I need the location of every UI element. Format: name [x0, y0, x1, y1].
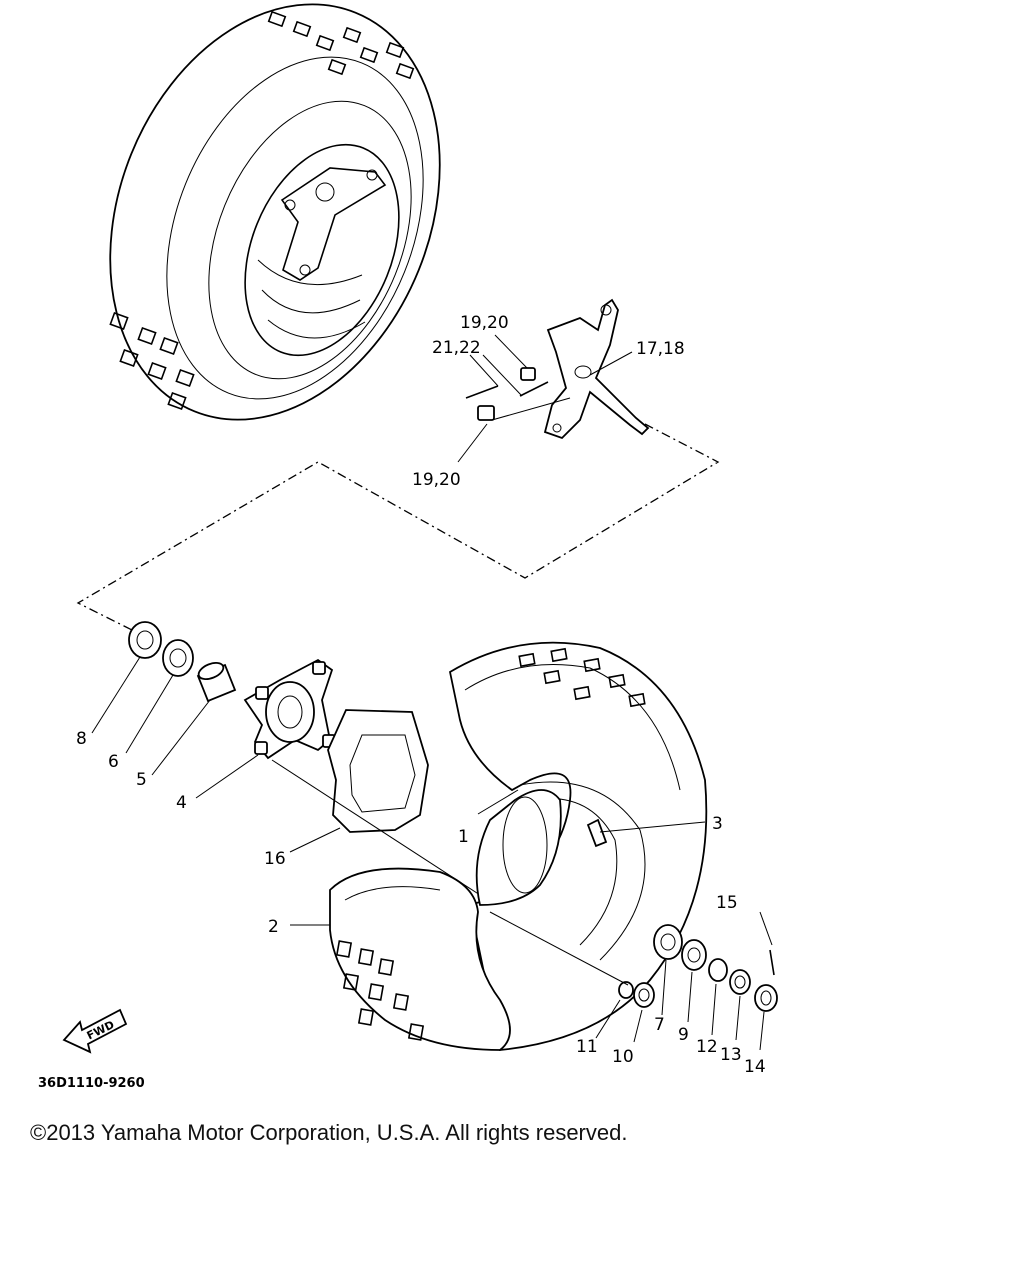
callout-8: 8 — [76, 729, 87, 749]
fwd-arrow-icon: FWD — [62, 1008, 128, 1054]
callout-4: 4 — [176, 793, 187, 813]
assembly-phantom-line — [76, 423, 720, 634]
seal-9 — [681, 939, 707, 971]
hub-plate-part — [327, 709, 429, 833]
drawing-code: 36D1110-9260 — [38, 1076, 145, 1091]
castle-nut — [477, 405, 495, 421]
callout-16: 16 — [264, 849, 286, 869]
bearing-part — [162, 639, 194, 677]
parts-diagram: 19,20 21,22 17,18 19,20 8 6 5 4 1 3 16 1… — [38, 3, 778, 1091]
wheel-hub-part — [243, 658, 336, 760]
leader-lines-knuckle — [457, 334, 633, 463]
callout-5: 5 — [136, 770, 147, 790]
callout-21-22: 21,22 — [432, 338, 481, 358]
tire-half-part — [329, 867, 511, 1051]
fastener-nut-10 — [633, 982, 655, 1008]
callout-10: 10 — [612, 1047, 634, 1067]
callout-6: 6 — [108, 752, 119, 772]
bearing-7 — [653, 924, 683, 960]
steering-knuckle-illustration — [543, 298, 650, 440]
callout-13: 13 — [720, 1045, 742, 1065]
callout-15: 15 — [716, 893, 738, 913]
leader-lines-hub — [91, 656, 481, 896]
valve-stem-part — [586, 818, 608, 848]
callout-7: 7 — [654, 1015, 665, 1035]
cotter-pin-15 — [769, 949, 775, 976]
axle-nut-14 — [754, 984, 778, 1012]
fastener-washer-11 — [618, 981, 634, 999]
cotter-pin — [519, 381, 549, 397]
washer-13 — [729, 969, 751, 995]
callout-19-20-top: 19,20 — [460, 313, 509, 333]
callout-12: 12 — [696, 1037, 718, 1057]
callout-17-18: 17,18 — [636, 339, 685, 359]
rim-half-outer — [448, 641, 708, 1051]
callout-11: 11 — [576, 1037, 598, 1057]
callout-9: 9 — [678, 1025, 689, 1045]
callout-19-20-bottom: 19,20 — [412, 470, 461, 490]
assembled-wheel-illustration — [109, 3, 441, 421]
oil-seal-part — [128, 621, 162, 659]
washer-12 — [708, 958, 728, 982]
callout-2: 2 — [268, 917, 279, 937]
leader-lines-rim — [290, 789, 773, 1051]
callout-14: 14 — [744, 1057, 766, 1077]
callout-1: 1 — [458, 827, 469, 847]
spacer-part — [196, 661, 237, 703]
cotter-pin — [465, 385, 499, 399]
rim-half-1-part — [475, 789, 562, 906]
callout-3: 3 — [712, 814, 723, 834]
copyright-notice: ©2013 Yamaha Motor Corporation, U.S.A. A… — [30, 1120, 628, 1145]
castle-nut — [520, 367, 536, 381]
